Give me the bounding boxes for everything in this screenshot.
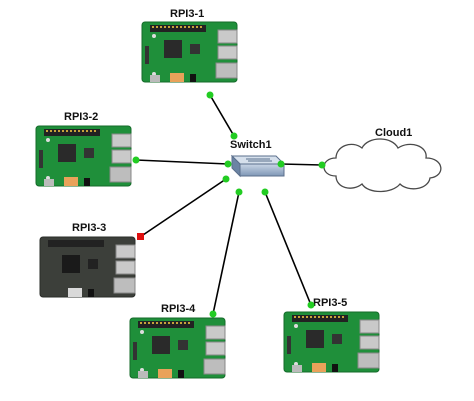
link-rpi5-switch — [264, 191, 312, 306]
raspberry-pi-icon — [129, 317, 226, 379]
link-rpi1-switch — [209, 94, 235, 137]
port-up-indicator — [235, 188, 243, 196]
port-up-indicator — [277, 160, 285, 168]
link-rpi2-switch — [135, 159, 229, 165]
device-cloud1[interactable]: Cloud1 — [323, 127, 442, 193]
raspberry-pi-icon — [39, 236, 136, 298]
port-up-indicator — [209, 310, 217, 318]
device-label-rpi3-5: RPI3-5 — [313, 297, 347, 309]
switch-icon — [230, 154, 286, 178]
link-switch-cloud — [280, 163, 323, 166]
port-up-indicator — [206, 91, 214, 99]
device-label-rpi3-1: RPI3-1 — [170, 8, 204, 20]
link-rpi3-switch — [139, 178, 227, 238]
device-rpi3-5[interactable]: RPI3-5 — [283, 297, 380, 373]
port-up-indicator — [224, 160, 232, 168]
port-up-indicator — [318, 161, 326, 169]
cloud-icon — [323, 138, 442, 193]
device-rpi3-3[interactable]: RPI3-3 — [39, 222, 136, 298]
device-label-rpi3-2: RPI3-2 — [64, 111, 98, 123]
port-up-indicator — [222, 175, 230, 183]
device-label-rpi3-3: RPI3-3 — [72, 222, 106, 234]
device-label-rpi3-4: RPI3-4 — [161, 303, 196, 315]
port-up-indicator — [132, 156, 140, 164]
device-rpi3-4[interactable]: RPI3-4 — [129, 303, 226, 379]
port-up-indicator — [307, 301, 315, 309]
raspberry-pi-icon — [283, 311, 380, 373]
device-rpi3-1[interactable]: RPI3-1 — [141, 8, 238, 83]
port-down-indicator — [137, 233, 144, 240]
link-rpi4-switch — [212, 191, 240, 315]
device-rpi3-2[interactable]: RPI3-2 — [35, 111, 132, 187]
device-label-switch1: Switch1 — [230, 139, 272, 151]
raspberry-pi-icon — [141, 21, 238, 83]
raspberry-pi-icon — [35, 125, 132, 187]
port-up-indicator — [230, 132, 238, 140]
device-label-cloud1: Cloud1 — [375, 127, 412, 139]
port-markers — [132, 91, 326, 318]
device-switch1[interactable]: Switch1 — [230, 139, 286, 178]
links — [135, 94, 323, 315]
port-up-indicator — [261, 188, 269, 196]
